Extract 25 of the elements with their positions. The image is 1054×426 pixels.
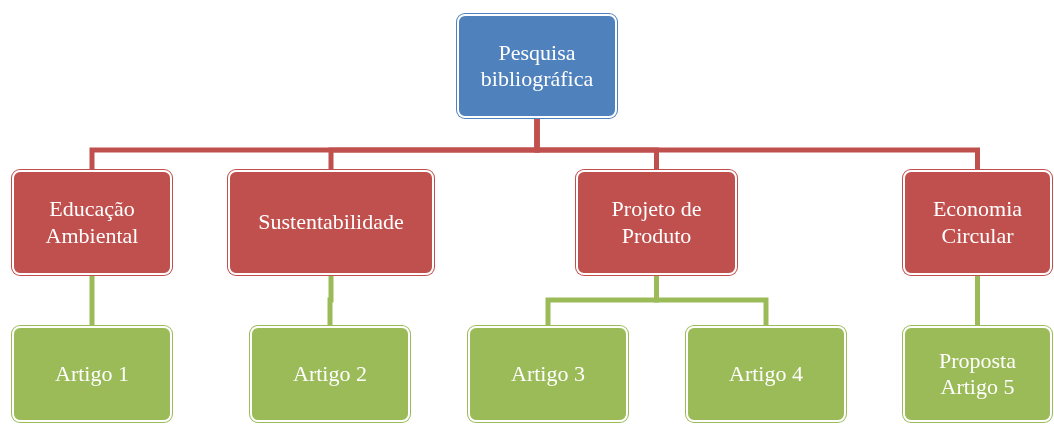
node-label: Projeto de Produto [610,196,703,249]
node-box [12,326,172,422]
node-label: Artigo 1 [55,360,129,388]
node-label: Sustentabilidade [258,209,404,236]
node-box [228,170,434,275]
node-box [903,170,1052,275]
node-label: Artigo 3 [511,360,585,388]
node-box [903,326,1052,422]
node-box [250,326,410,422]
node-box [457,14,617,118]
connector-line [89,275,95,326]
node-box [468,326,628,422]
connector-line [975,275,980,326]
node-label: Educação Ambiental [44,196,140,249]
node-label: Proposta Artigo 5 [938,347,1017,401]
node-box [576,170,737,275]
connector-line [327,275,334,326]
node-label: Pesquisa bibliográfica [479,39,595,93]
node-label: Artigo 2 [293,360,367,388]
node-label: Artigo 4 [729,360,803,388]
node-label: Economia Circular [931,196,1024,249]
node-box [686,326,846,422]
node-box [12,170,172,275]
connector-line [534,118,980,170]
connector-line [654,275,769,326]
